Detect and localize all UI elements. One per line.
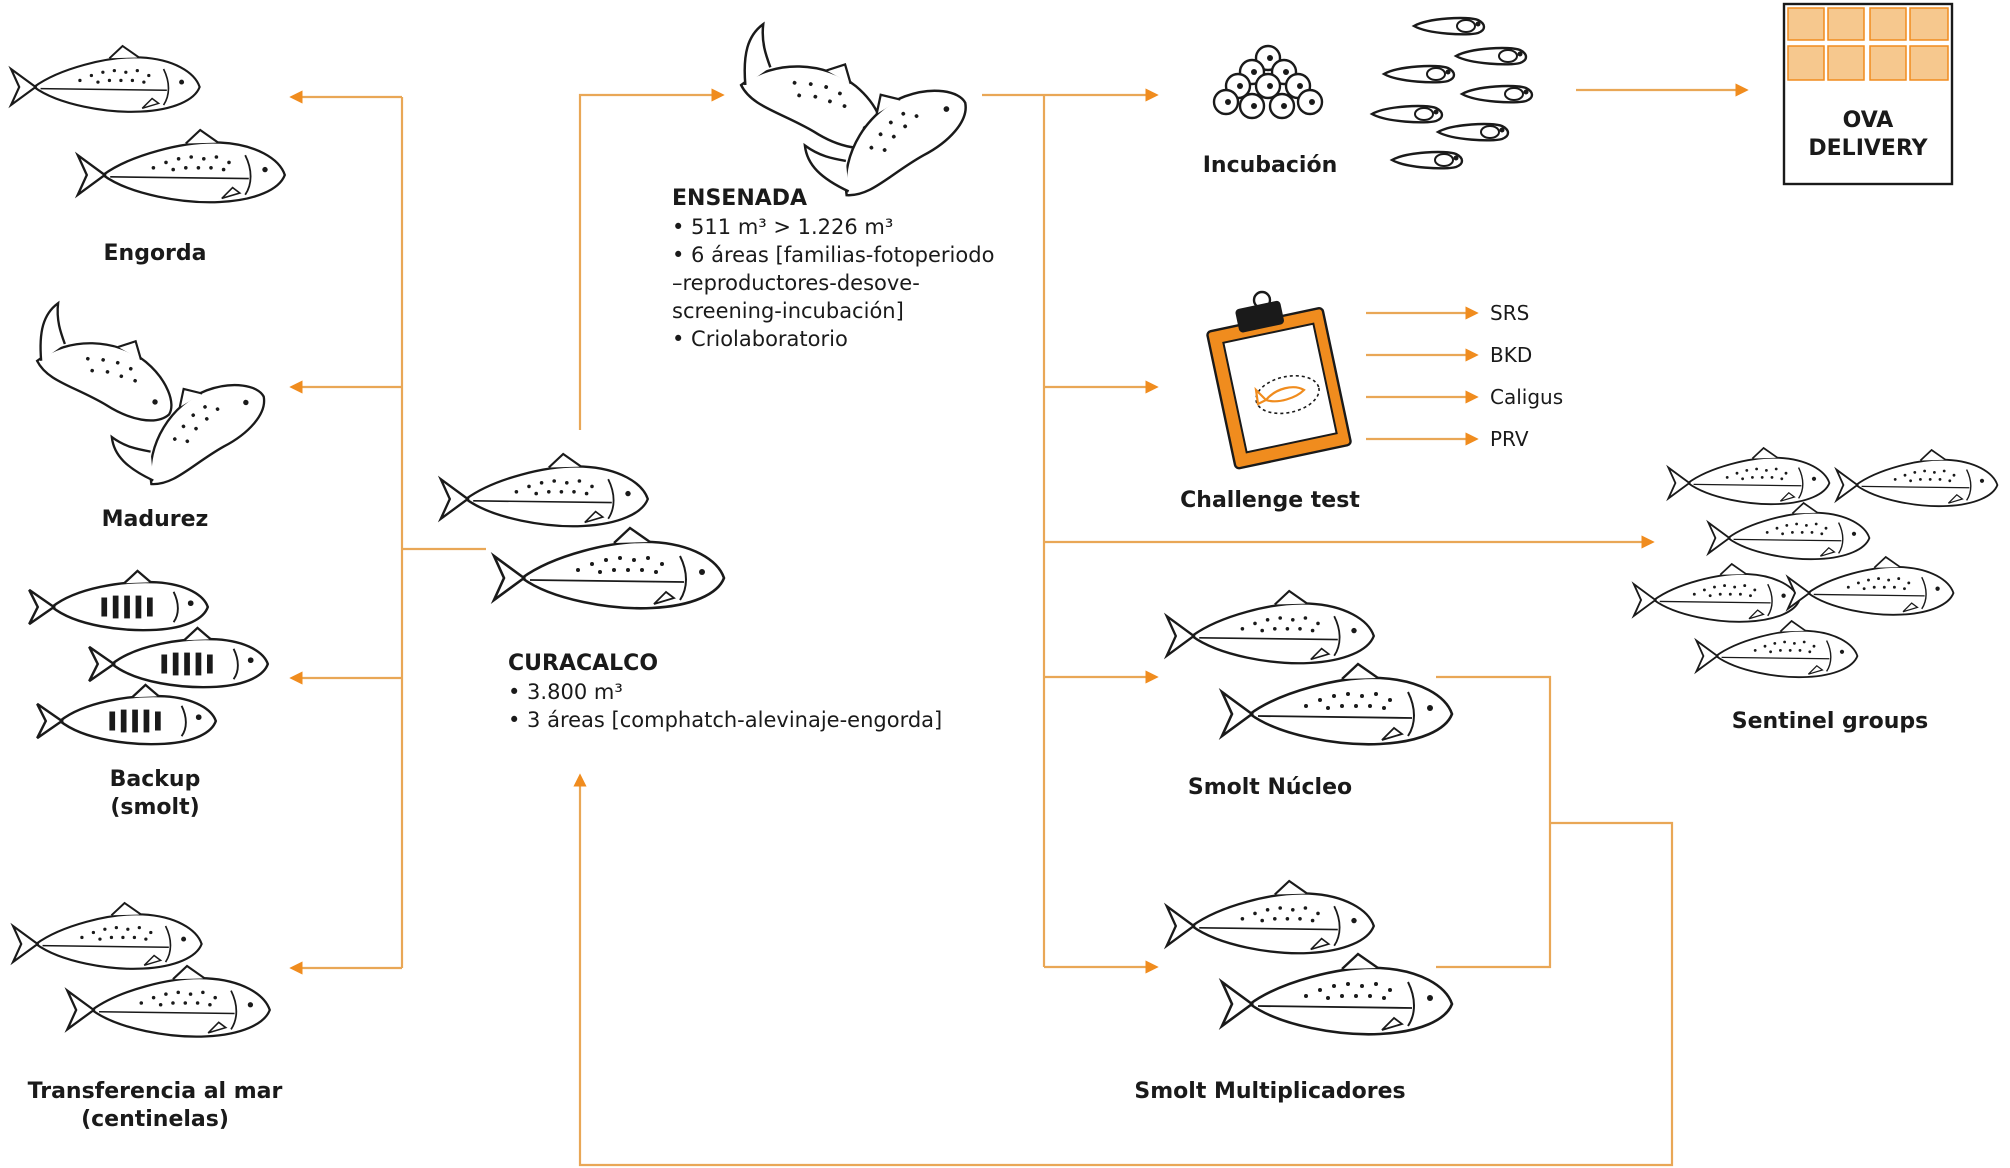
label-madurez: Madurez [101, 507, 209, 532]
curacalco-title: CURACALCO [508, 651, 659, 676]
fish-icon [21, 299, 276, 501]
label-incubacion: Incubación [1202, 153, 1338, 178]
egg-cluster-icon [1212, 44, 1324, 120]
ova-line2: DELIVERY [1808, 136, 1928, 161]
ova-box-icon [1782, 2, 1954, 186]
fish-icon [9, 44, 286, 204]
fish-icon [1165, 879, 1454, 1036]
ensenada-bullet: screening-incubación] [672, 299, 904, 323]
challenge-item-bkd: BKD [1490, 343, 1533, 367]
challenge-item-srs: SRS [1490, 301, 1530, 325]
fish-icon [724, 20, 979, 213]
curacalco-bullet: • 3 áreas [comphatch-alevinaje-engorda] [508, 708, 943, 732]
ova-line1: OVA [1842, 108, 1894, 133]
curacalco-bullet: • 3.800 m³ [508, 680, 623, 704]
fish-icon [27, 569, 270, 746]
return-bracket [1436, 675, 1552, 969]
ensenada-title: ENSENADA [672, 186, 808, 211]
label-backup-line2: (smolt) [110, 795, 200, 820]
arrow-to-ensenada [578, 88, 725, 430]
label-transferencia-line1: Transferencia al mar [27, 1079, 283, 1104]
fish-icon [439, 452, 726, 610]
label-smolt-nucleo: Smolt Núcleo [1187, 775, 1353, 800]
ova-delivery-label: OVA DELIVERY [1784, 107, 1952, 163]
larvae-icon [1370, 16, 1534, 170]
fish-icon [1632, 447, 1999, 679]
challenge-item-caligus: Caligus [1490, 385, 1564, 409]
curacalco-block: CURACALCO • 3.800 m³ • 3 áreas [comphatc… [508, 650, 942, 734]
ensenada-bullet: • 511 m³ > 1.226 m³ [672, 215, 894, 239]
label-challenge-test: Challenge test [1180, 488, 1360, 513]
label-engorda: Engorda [103, 241, 207, 266]
ensenada-bullet: –reproductores-desove- [672, 271, 920, 295]
label-smolt-multiplicadores: Smolt Multiplicadores [1134, 1079, 1406, 1104]
label-backup-line1: Backup [109, 767, 201, 792]
fish-icon [1165, 589, 1454, 746]
label-transferencia-line2: (centinelas) [81, 1107, 229, 1132]
ensenada-block: ENSENADA • 511 m³ > 1.226 m³ • 6 áreas [… [672, 185, 994, 353]
fish-icon [11, 901, 271, 1038]
label-transferencia: Transferencia al mar (centinelas) [10, 1078, 300, 1134]
connectors [289, 83, 1749, 1167]
clipboard-icon [1206, 290, 1352, 470]
ensenada-bullet: • 6 áreas [familias-fotoperiodo [672, 243, 995, 267]
ensenada-bullet: • Criolaboratorio [672, 327, 848, 351]
challenge-item-prv: PRV [1490, 427, 1529, 451]
label-backup: Backup (smolt) [60, 766, 250, 822]
label-sentinel-groups: Sentinel groups [1731, 709, 1929, 734]
